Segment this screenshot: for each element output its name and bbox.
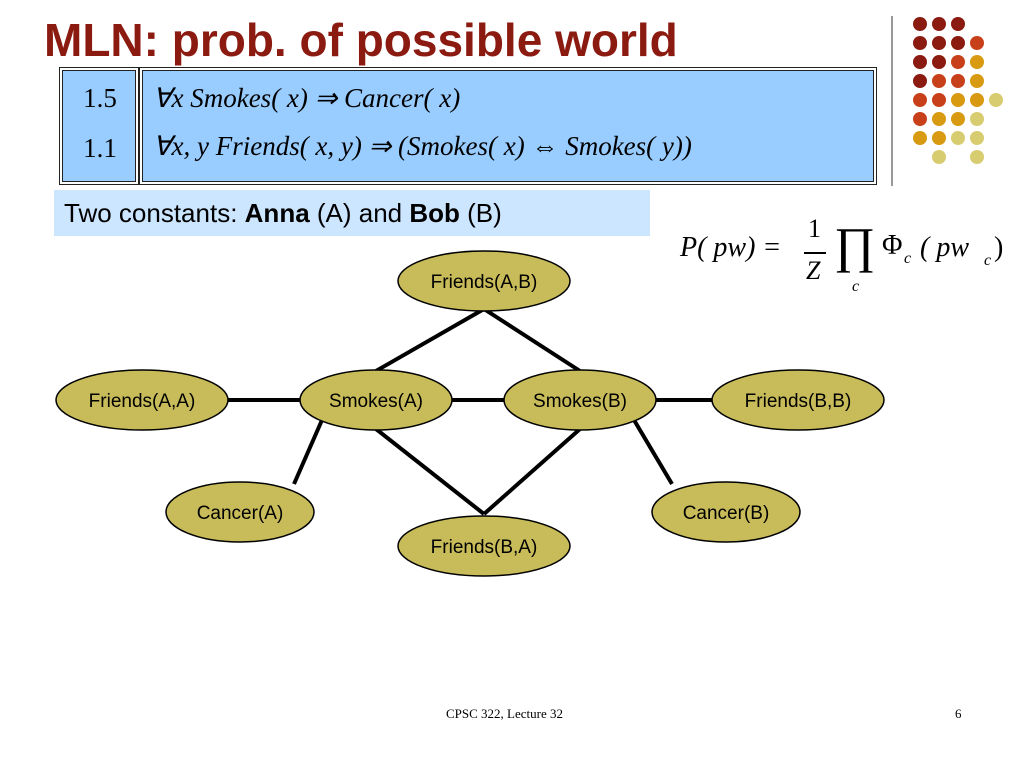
decor-dot <box>913 55 927 69</box>
slide-title: MLN: prob. of possible world <box>44 14 678 66</box>
node-label: Friends(B,A) <box>431 537 538 558</box>
footer-course: CPSC 322, Lecture 32 <box>446 706 563 721</box>
vertical-divider <box>891 16 893 186</box>
node-cancer-a: Cancer(A) <box>165 481 315 543</box>
decor-dot <box>970 150 984 164</box>
constant-name: Anna <box>244 198 310 228</box>
constants-banner: Two constants: Anna (A) and Bob (B) <box>54 190 650 236</box>
node-label: Friends(A,A) <box>89 391 196 412</box>
decor-dot <box>970 36 984 50</box>
edge-smokes-b-cancer-b <box>632 418 674 486</box>
decor-dot <box>970 131 984 145</box>
decor-dot <box>951 74 965 88</box>
decor-dot <box>913 112 927 126</box>
decor-dot <box>951 131 965 145</box>
node-label: Smokes(B) <box>533 391 627 412</box>
node-friends-ab: Friends(A,B) <box>397 250 571 312</box>
decor-dot <box>951 55 965 69</box>
constant-name: Bob <box>409 198 460 228</box>
decor-dot <box>932 93 946 107</box>
decor-dot <box>913 93 927 107</box>
phi-argument: ( pw <box>920 232 969 263</box>
edge-smokes-a-friends-ba <box>374 427 486 516</box>
formulas-box: ∀x Smokes( x) ⇒ Cancer( x) ∀x, y Friends… <box>139 67 877 185</box>
phi-subscript: c <box>904 250 912 267</box>
node-ellipse <box>55 369 229 431</box>
node-friends-ba: Friends(B,A) <box>397 515 571 577</box>
node-ellipse <box>397 250 571 312</box>
decor-dot <box>932 17 946 31</box>
decor-dot <box>970 55 984 69</box>
edge-friends-ab-smokes-a <box>375 307 485 373</box>
graph-nodes: Friends(A,B) Friends(A,A) Smokes(A) Smokes(… <box>55 250 885 577</box>
decor-dot <box>932 131 946 145</box>
weights-box: 1.5 1.1 <box>59 67 139 185</box>
page-number: 6 <box>955 706 962 721</box>
node-ellipse <box>651 481 801 543</box>
node-label: Friends(B,B) <box>745 391 852 412</box>
node-friends-bb: Friends(B,B) <box>711 369 885 431</box>
decor-dot <box>951 17 965 31</box>
decor-dot <box>932 112 946 126</box>
rule-weight: 1.5 <box>83 83 117 113</box>
decor-dot <box>913 131 927 145</box>
node-smokes-a: Smokes(A) <box>299 369 453 431</box>
constant-abbr: (B) <box>459 198 502 228</box>
decor-dot <box>951 93 965 107</box>
rule-weight: 1.1 <box>83 133 117 163</box>
node-ellipse <box>299 369 453 431</box>
decor-dot <box>913 74 927 88</box>
node-ellipse <box>711 369 885 431</box>
node-ellipse <box>397 515 571 577</box>
rule-body: Friends( x, y) ⇒ (Smokes( x) ⇔ Smokes( y… <box>215 131 692 161</box>
equation-denominator: Z <box>806 256 821 285</box>
product-symbol: ∏ <box>834 217 876 273</box>
rule-quantifier: ∀x <box>153 83 184 113</box>
node-ellipse <box>165 481 315 543</box>
decor-dot <box>970 74 984 88</box>
decor-dot <box>913 17 927 31</box>
constants-prefix: Two constants: <box>64 198 245 228</box>
product-index: c <box>852 278 860 295</box>
fraction-bar <box>804 252 826 254</box>
rule-body: Smokes( x) ⇒ Cancer( x) <box>190 83 461 113</box>
decor-dot <box>913 36 927 50</box>
node-label: Cancer(B) <box>683 503 770 524</box>
node-label: Smokes(A) <box>329 391 423 412</box>
decor-dot <box>932 36 946 50</box>
argument-subscript: c <box>984 252 992 269</box>
decor-dot <box>951 36 965 50</box>
decor-dot <box>932 74 946 88</box>
decor-dot <box>932 55 946 69</box>
node-friends-aa: Friends(A,A) <box>55 369 229 431</box>
graph-edges <box>228 307 712 516</box>
phi-symbol: Φ <box>882 230 903 261</box>
node-label: Cancer(A) <box>197 503 284 524</box>
edge-smokes-b-friends-ba <box>482 427 582 516</box>
decor-dot <box>970 112 984 126</box>
equation-numerator: 1 <box>808 214 821 243</box>
edge-smokes-a-cancer-a <box>292 419 324 485</box>
node-label: Friends(A,B) <box>431 272 538 293</box>
equation-lhs: P( pw) = <box>680 232 782 263</box>
rule-formula: ∀x, y Friends( x, y) ⇒ (Smokes( x) ⇔ Smo… <box>153 131 692 162</box>
node-smokes-b: Smokes(B) <box>503 369 657 431</box>
decor-dot <box>932 150 946 164</box>
decor-dot <box>951 112 965 126</box>
rule-quantifier: ∀x, y <box>153 131 209 161</box>
edge-friends-ab-smokes-b <box>482 307 582 373</box>
decor-dot <box>989 93 1003 107</box>
node-cancer-b: Cancer(B) <box>651 481 801 543</box>
decor-dot <box>970 93 984 107</box>
argument-close: ) <box>994 232 1004 263</box>
node-ellipse <box>503 369 657 431</box>
constant-abbr: (A) and <box>309 198 410 228</box>
rule-formula: ∀x Smokes( x) ⇒ Cancer( x) <box>153 83 460 114</box>
